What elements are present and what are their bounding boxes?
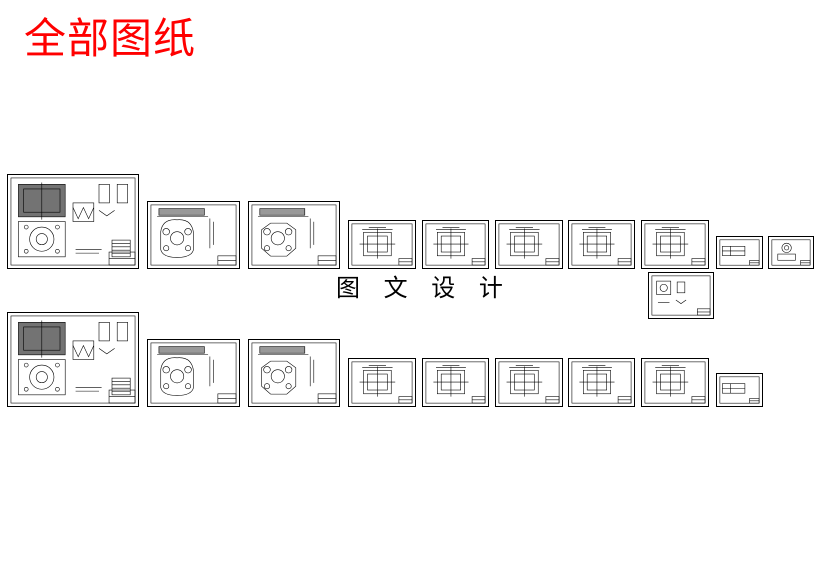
drawing-thumbnail[interactable]	[422, 358, 489, 407]
drawing-thumbnail[interactable]	[422, 220, 489, 269]
drawing-lines	[10, 315, 136, 404]
drawing-lines	[651, 275, 711, 316]
drawing-lines	[351, 361, 413, 404]
drawing-thumbnail[interactable]	[716, 373, 763, 407]
drawing-lines	[10, 177, 136, 266]
drawing-lines	[150, 204, 237, 266]
drawing-thumbnail[interactable]	[147, 201, 240, 269]
drawing-thumbnail[interactable]	[495, 358, 563, 407]
drawing-lines	[425, 223, 486, 266]
drawing-thumbnail[interactable]	[716, 236, 763, 269]
drawing-lines	[719, 239, 760, 266]
drawing-lines	[251, 342, 337, 404]
drawing-thumbnail[interactable]	[248, 339, 340, 407]
drawing-lines	[351, 223, 413, 266]
drawing-thumbnail[interactable]	[7, 174, 139, 269]
drawing-thumbnail[interactable]	[7, 312, 139, 407]
drawing-thumbnail[interactable]	[568, 220, 635, 269]
drawing-lines	[251, 204, 337, 266]
drawing-thumbnail[interactable]	[495, 220, 563, 269]
drawing-thumbnail[interactable]	[768, 236, 814, 269]
drawing-thumbnail[interactable]	[568, 358, 635, 407]
drawing-lines	[719, 376, 760, 404]
drawing-lines	[644, 361, 706, 404]
drawing-lines	[571, 361, 632, 404]
drawing-lines	[571, 223, 632, 266]
drawing-lines	[150, 342, 237, 404]
drawing-thumbnail[interactable]	[348, 358, 416, 407]
drawing-lines	[498, 223, 560, 266]
drawing-thumbnail[interactable]	[648, 272, 714, 319]
drawing-lines	[644, 223, 706, 266]
drawing-lines	[425, 361, 486, 404]
drawing-thumbnail[interactable]	[248, 201, 340, 269]
page-title: 全部图纸	[24, 14, 197, 63]
drawing-thumbnail[interactable]	[641, 358, 709, 407]
drawing-lines	[498, 361, 560, 404]
drawing-thumbnail[interactable]	[348, 220, 416, 269]
caption-text: 图 文 设 计	[336, 274, 511, 302]
drawing-thumbnail[interactable]	[641, 220, 709, 269]
drawing-lines	[771, 239, 811, 266]
drawing-thumbnail[interactable]	[147, 339, 240, 407]
